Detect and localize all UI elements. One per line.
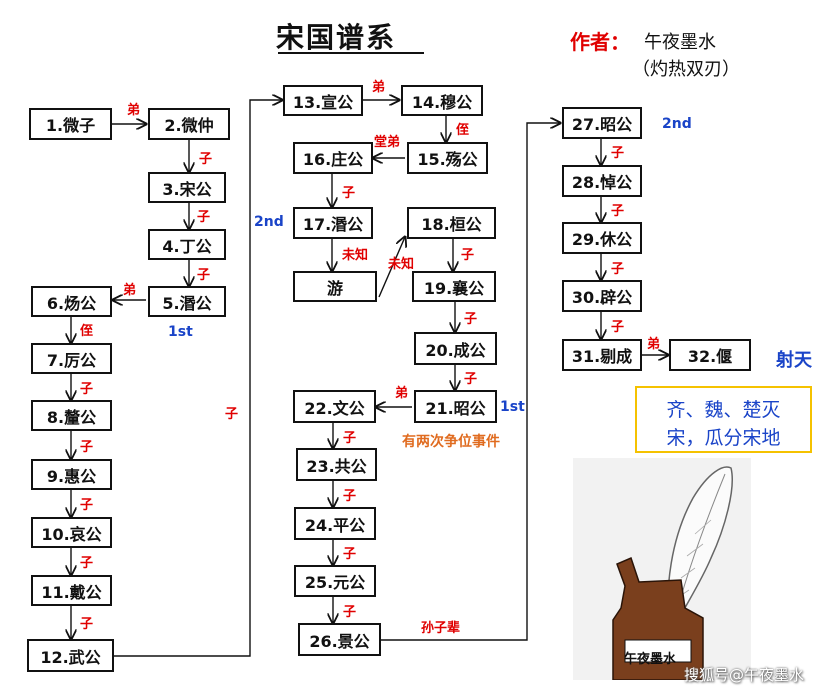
ruler-node-3: 3.宋公 bbox=[148, 172, 226, 203]
ink-quill-illustration bbox=[573, 458, 751, 680]
quill-icon bbox=[667, 466, 733, 632]
relation-label-31-32: 弟 bbox=[647, 337, 661, 352]
ruler-node-29: 29.休公 bbox=[562, 222, 642, 254]
ruler-node-8: 8.釐公 bbox=[31, 400, 112, 431]
ruler-node-18: 18.桓公 bbox=[407, 207, 496, 239]
ruler-node-25: 25.元公 bbox=[294, 565, 376, 597]
relation-label-7-8: 子 bbox=[80, 382, 94, 397]
ruler-node-31: 31.剔成 bbox=[562, 339, 642, 371]
ruler-node-10: 10.哀公 bbox=[31, 517, 112, 548]
relation-label-5-6: 弟 bbox=[123, 283, 137, 298]
author-alias: （灼热双刃） bbox=[632, 59, 740, 80]
author-name: 午夜墨水 bbox=[644, 32, 716, 53]
edge-26-27 bbox=[381, 123, 560, 641]
relation-label-12-13: 子 bbox=[225, 407, 239, 422]
ruler-node-7: 7.厉公 bbox=[31, 343, 112, 374]
ruler-node-22: 22.文公 bbox=[293, 390, 376, 423]
ruler-node-24: 24.平公 bbox=[294, 507, 376, 540]
relation-label-2-3: 子 bbox=[199, 152, 213, 167]
relation-label-24-25: 子 bbox=[343, 547, 357, 562]
ruler-node-13: 13.宣公 bbox=[283, 85, 363, 116]
fate-line-2: 宋，瓜分宋地 bbox=[666, 427, 781, 449]
ruler-node-30: 30.辟公 bbox=[562, 280, 642, 312]
author-label: 作者： bbox=[570, 30, 630, 54]
ruler-node-16: 16.庄公 bbox=[293, 142, 373, 174]
double-accession-note: 有两次争位事件 bbox=[402, 434, 500, 450]
relation-label-13-14: 弟 bbox=[372, 80, 386, 95]
relation-label-14-15: 侄 bbox=[456, 123, 470, 138]
ruler-node-23: 23.共公 bbox=[296, 448, 377, 481]
relation-label-you-18: 未知 bbox=[388, 257, 415, 272]
ruler-node-1: 1.微子 bbox=[29, 108, 112, 140]
ruler-node-32: 32.偃 bbox=[669, 339, 751, 371]
ruler-node-27: 27.昭公 bbox=[562, 107, 642, 139]
fate-box: 齐、魏、楚灭 宋，瓜分宋地 bbox=[635, 386, 812, 453]
relation-label-10-11: 子 bbox=[80, 556, 94, 571]
edge-you-18 bbox=[378, 237, 405, 298]
ordinal-marker-21: 1st bbox=[500, 399, 525, 415]
relation-label-22-23: 子 bbox=[343, 431, 357, 446]
ruler-node-9: 9.惠公 bbox=[31, 459, 112, 490]
ruler-node-4: 4.丁公 bbox=[148, 229, 226, 260]
relation-label-25-26: 子 bbox=[343, 605, 357, 620]
ruler-node-26: 26.景公 bbox=[298, 623, 381, 656]
relation-label-17-you: 未知 bbox=[342, 248, 369, 263]
relation-label-3-4: 子 bbox=[197, 210, 211, 225]
ruler-node-5: 5.湣公 bbox=[148, 286, 226, 317]
ruler-node-2: 2.微仲 bbox=[148, 108, 230, 140]
ordinal-marker-27: 2nd bbox=[662, 116, 692, 132]
relation-label-19-20: 子 bbox=[464, 312, 478, 327]
ruler-node-19: 19.襄公 bbox=[412, 271, 496, 302]
ruler-node-15: 15.殇公 bbox=[407, 142, 488, 174]
relation-label-26-27: 孙子辈 bbox=[421, 621, 461, 636]
watermark: 搜狐号@午夜墨水 bbox=[684, 666, 805, 684]
relation-label-16-17: 子 bbox=[342, 186, 356, 201]
ruler-node-6: 6.炀公 bbox=[31, 286, 112, 317]
relation-label-20-21: 子 bbox=[464, 372, 478, 387]
relation-label-9-10: 子 bbox=[80, 498, 94, 513]
relation-label-18-19: 子 bbox=[461, 248, 475, 263]
relation-label-27-28: 子 bbox=[611, 146, 625, 161]
relation-label-6-7: 侄 bbox=[80, 324, 94, 339]
ruler-node-28: 28.悼公 bbox=[562, 165, 642, 197]
title-underline bbox=[278, 52, 424, 54]
ruler-node-21: 21.昭公 bbox=[414, 390, 497, 423]
relation-label-11-12: 子 bbox=[80, 617, 94, 632]
relation-label-23-24: 子 bbox=[343, 489, 357, 504]
ruler-node-20: 20.成公 bbox=[414, 332, 497, 365]
ruler-node-17: 17.湣公 bbox=[293, 207, 373, 239]
ruler-node-11: 11.戴公 bbox=[31, 575, 112, 606]
relation-label-8-9: 子 bbox=[80, 440, 94, 455]
ruler-node-you: 游 bbox=[293, 271, 377, 302]
ruler-node-12: 12.武公 bbox=[27, 639, 114, 672]
relation-label-30-31: 子 bbox=[611, 320, 625, 335]
page-title: 宋国谱系 bbox=[276, 21, 397, 54]
ink-bottle-label: 午夜墨水 bbox=[624, 652, 677, 667]
relation-label-28-29: 子 bbox=[611, 204, 625, 219]
ordinal-marker-5: 1st bbox=[168, 324, 193, 340]
relation-label-21-22: 弟 bbox=[395, 386, 409, 401]
ordinal-marker-17: 2nd bbox=[254, 214, 284, 230]
relation-label-15-16: 堂弟 bbox=[374, 135, 401, 150]
fate-line-1: 齐、魏、楚灭 bbox=[666, 399, 781, 421]
relation-label-29-30: 子 bbox=[611, 262, 625, 277]
edge-12-13 bbox=[114, 100, 282, 657]
end-reign-note: 射天 bbox=[776, 350, 812, 371]
relation-label-1-2: 弟 bbox=[127, 103, 141, 118]
ruler-node-14: 14.穆公 bbox=[401, 85, 483, 116]
relation-label-4-5: 子 bbox=[197, 268, 211, 283]
